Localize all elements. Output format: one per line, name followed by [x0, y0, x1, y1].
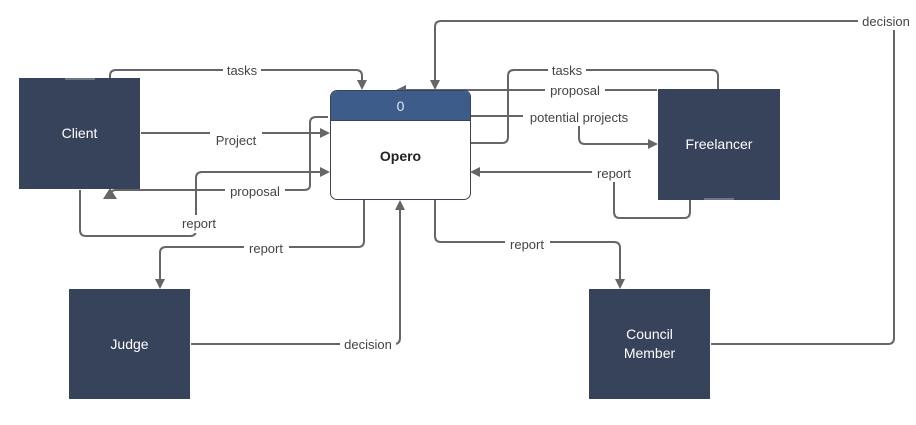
label-judge-decision: decision [344, 337, 392, 352]
label-client-project: Project [216, 133, 257, 148]
label-council-report: report [510, 237, 544, 252]
label-client-report: report [182, 216, 216, 231]
entity-council-member-label: Council Member [623, 326, 676, 361]
label-freelancer-report: report [597, 166, 631, 181]
label-council-decision: decision [862, 14, 910, 29]
entity-judge-label: Judge [110, 335, 149, 352]
entity-judge[interactable]: Judge [69, 289, 190, 399]
label-freelancer-proposal: proposal [550, 83, 600, 98]
entity-freelancer-label: Freelancer [685, 136, 753, 152]
entity-client[interactable]: Client [19, 78, 140, 189]
label-client-proposal: proposal [230, 184, 280, 199]
flow-client-proposal [109, 116, 328, 197]
entity-council-member[interactable]: Council Member [589, 289, 710, 399]
process-name: Opero [379, 148, 422, 164]
label-client-tasks: tasks [227, 63, 258, 78]
proposal-arrowhead [103, 188, 117, 199]
label-freelancer-potential-projects: potential projects [530, 110, 629, 125]
entity-client-label: Client [61, 125, 98, 141]
flow-client-report [79, 167, 330, 237]
flow-judge-decision [191, 200, 405, 345]
label-judge-report: report [249, 241, 283, 256]
flow-freelancer-tasks [470, 69, 719, 144]
entity-notch [65, 78, 95, 80]
entity-notch [704, 198, 734, 200]
label-freelancer-tasks: tasks [552, 63, 583, 78]
process-number: 0 [331, 91, 470, 121]
entity-freelancer[interactable]: Freelancer [658, 89, 780, 200]
process-opero[interactable]: 0 Opero [330, 90, 471, 200]
